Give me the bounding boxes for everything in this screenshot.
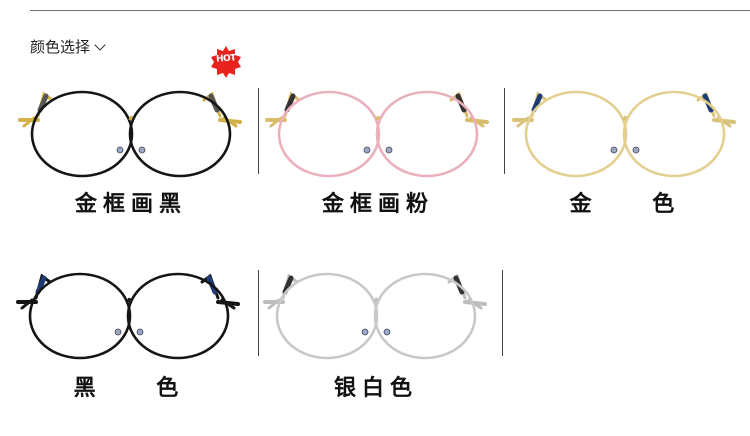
left-lens-rim — [524, 90, 628, 178]
temple-tip — [531, 93, 543, 113]
hot-badge-icon — [211, 46, 241, 78]
glasses-image — [18, 90, 242, 178]
temple-tip — [284, 93, 296, 113]
color-option-label: 金框画黑 — [74, 191, 187, 217]
column-divider — [258, 270, 259, 356]
right-hinge — [465, 118, 489, 124]
nose-pad — [610, 146, 618, 154]
bridge — [126, 297, 132, 303]
color-option-label: 金 色 — [569, 191, 681, 217]
chevron-down-icon — [94, 38, 106, 51]
temple-tip — [37, 93, 49, 113]
right-lens-rim — [128, 90, 232, 178]
left-lens-rim — [275, 272, 379, 360]
column-divider — [502, 270, 503, 356]
nose-pad — [385, 146, 393, 154]
temple-tip — [35, 275, 47, 295]
color-option-label: 黑 色 — [73, 375, 185, 401]
nose-pad — [136, 328, 144, 336]
right-hinge — [218, 118, 242, 124]
color-option-label: 金框画粉 — [321, 191, 434, 217]
glasses-image — [512, 90, 736, 178]
nose-pad — [632, 146, 640, 154]
left-lens-rim — [28, 272, 132, 360]
right-lens-rim — [126, 272, 230, 360]
right-hinge — [712, 118, 736, 124]
right-lens-rim — [375, 90, 479, 178]
left-lens-rim — [277, 90, 381, 178]
heading-label: 颜色选择 — [30, 38, 91, 56]
right-lens-rim — [622, 90, 726, 178]
right-hinge — [463, 300, 487, 306]
right-hinge — [216, 300, 240, 306]
top-divider-line — [30, 10, 750, 11]
nose-pad — [363, 146, 371, 154]
right-lens-rim — [373, 272, 477, 360]
nose-pad — [116, 146, 124, 154]
column-divider — [504, 88, 505, 174]
nose-pad — [138, 146, 146, 154]
glasses-image — [263, 272, 487, 360]
nose-pad — [114, 328, 122, 336]
bridge — [128, 115, 134, 121]
color-option-label: 银白色 — [333, 375, 418, 401]
bridge — [375, 115, 381, 121]
glasses-image — [16, 272, 240, 360]
left-lens-rim — [30, 90, 134, 178]
bridge — [373, 297, 379, 303]
nose-pad — [361, 328, 369, 336]
glasses-image — [265, 90, 489, 178]
temple-tip — [282, 275, 294, 295]
bridge — [622, 115, 628, 121]
color-selection-heading[interactable]: 颜色选择 — [30, 36, 106, 57]
nose-pad — [383, 328, 391, 336]
column-divider — [258, 88, 259, 174]
